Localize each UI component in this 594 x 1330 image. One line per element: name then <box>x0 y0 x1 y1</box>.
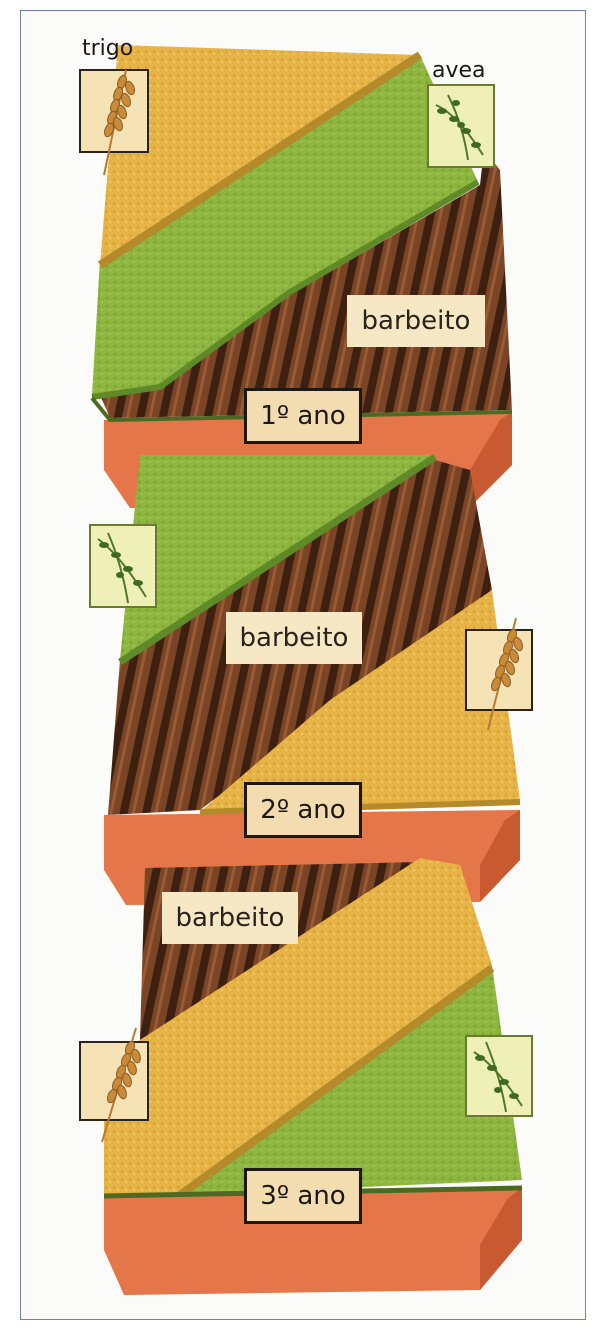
oat-plant-icon <box>466 1036 532 1116</box>
fallow-label-2: barbeito <box>226 612 362 664</box>
oat-plant-icon <box>90 525 156 607</box>
fallow-label-3: barbeito <box>162 892 298 944</box>
year-label-2: 2º ano <box>244 782 362 838</box>
fallow-label-1: barbeito <box>347 295 485 347</box>
wheat-caption: trigo <box>82 36 133 61</box>
year-label-1: 1º ano <box>244 388 362 444</box>
oat-plant-icon <box>428 85 494 167</box>
year-label-3: 3º ano <box>244 1168 362 1224</box>
oats-caption: avea <box>432 58 486 83</box>
